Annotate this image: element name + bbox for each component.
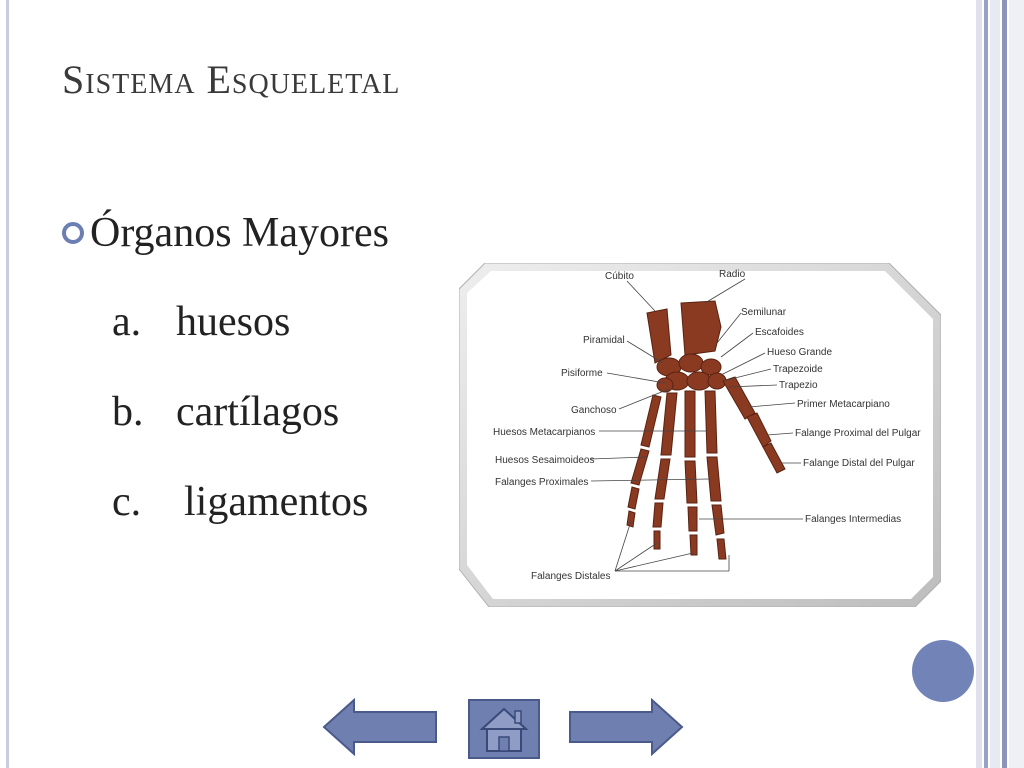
label-falanges-distales: Falanges Distales xyxy=(531,571,610,582)
previous-slide-button[interactable] xyxy=(322,697,438,757)
label-huesos-metacarpianos: Huesos Metacarpianos xyxy=(493,427,595,438)
label-trapezio: Trapezio xyxy=(779,380,818,391)
hand-bones-illustration xyxy=(626,300,786,560)
list-item: b. cartílagos xyxy=(112,388,339,436)
label-hueso-grande: Hueso Grande xyxy=(767,347,832,358)
label-cubito: Cúbito xyxy=(605,271,634,282)
bullet-heading: Órganos Mayores xyxy=(62,208,389,258)
home-icon xyxy=(468,699,540,759)
home-button[interactable] xyxy=(468,699,540,759)
label-falanges-intermedias: Falanges Intermedias xyxy=(805,514,901,525)
label-falange-distal-pulgar: Falange Distal del Pulgar xyxy=(803,458,915,469)
hand-skeleton-figure: Cúbito Radio Semilunar Escafoides Pirami… xyxy=(458,262,942,608)
list-marker: c. xyxy=(112,479,142,525)
label-falanges-proximales: Falanges Proximales xyxy=(495,477,588,488)
right-stripe-decoration xyxy=(990,0,1000,768)
label-ganchoso: Ganchoso xyxy=(571,405,617,416)
left-border-decoration xyxy=(6,0,9,768)
list-text: cartílagos xyxy=(176,389,340,435)
label-pisiforme: Pisiforme xyxy=(561,368,603,379)
right-stripe-decoration xyxy=(976,0,982,768)
bullet-text: Órganos Mayores xyxy=(90,210,390,256)
label-semilunar: Semilunar xyxy=(741,307,787,318)
right-stripe-decoration xyxy=(1002,0,1007,768)
next-slide-button[interactable] xyxy=(568,697,684,757)
list-item: a. huesos xyxy=(112,298,290,346)
right-arrow-icon xyxy=(569,697,684,757)
label-piramidal: Piramidal xyxy=(583,335,625,346)
list-marker: b. xyxy=(112,389,144,435)
list-text: huesos xyxy=(176,299,291,345)
right-stripe-decoration xyxy=(1009,0,1024,768)
label-primer-metacarpiano: Primer Metacarpiano xyxy=(797,399,890,410)
label-huesos-sesaimoideos: Huesos Sesaimoideos xyxy=(495,455,595,466)
label-radio: Radio xyxy=(719,269,746,280)
list-item: c. ligamentos xyxy=(112,478,368,526)
slide-title: Sistema Esqueletal xyxy=(62,57,401,102)
list-marker: a. xyxy=(112,299,142,345)
left-arrow-icon xyxy=(322,697,437,757)
label-falange-proximal-pulgar: Falange Proximal del Pulgar xyxy=(795,428,921,439)
right-stripe-decoration xyxy=(984,0,988,768)
label-trapezoide: Trapezoide xyxy=(773,364,823,375)
bullet-circle-icon xyxy=(62,222,84,244)
circle-decoration xyxy=(912,640,974,702)
list-text: ligamentos xyxy=(184,479,369,525)
label-escafoides: Escafoides xyxy=(755,327,804,338)
